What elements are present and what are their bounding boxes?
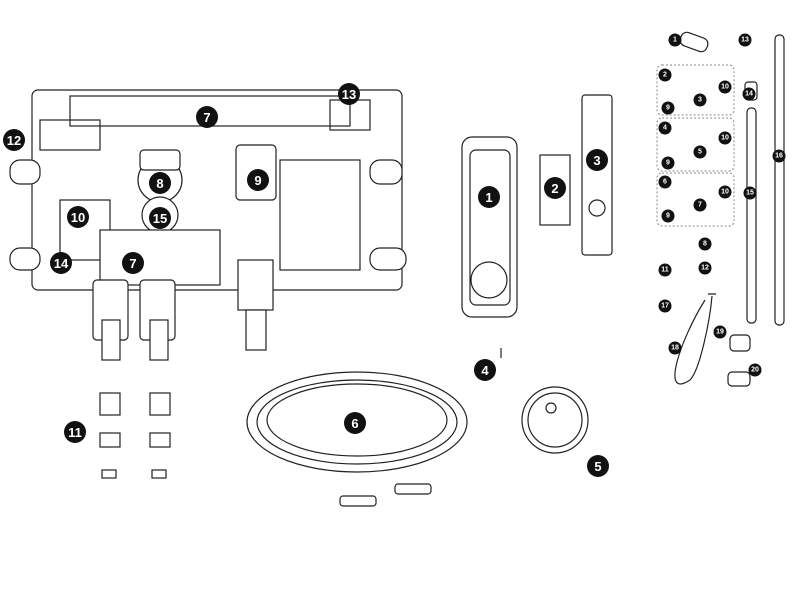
kit-callout: 9	[661, 209, 675, 223]
remote-button	[521, 386, 589, 454]
kit-callout: 19	[713, 325, 727, 339]
callout-1: 1	[478, 186, 500, 208]
cable	[246, 371, 468, 507]
kit-callout: 10	[718, 80, 732, 94]
kit-callout: 20	[748, 363, 762, 377]
fittings	[99, 392, 171, 479]
kit-callout: 10	[718, 185, 732, 199]
callout-9: 9	[247, 169, 269, 191]
kit-callout: 17	[658, 299, 672, 313]
callout-3: 3	[586, 149, 608, 171]
callout-11: 11	[64, 421, 86, 443]
controller-panel	[461, 94, 613, 358]
kit-callout: 13	[738, 33, 752, 47]
callout-8: 8	[149, 172, 171, 194]
kit-callout: 4	[658, 121, 672, 135]
kit-callout: 8	[698, 237, 712, 251]
kit-callout: 6	[658, 175, 672, 189]
kit-callout: 1	[668, 33, 682, 47]
callout-7: 7	[196, 106, 218, 128]
kit-callout: 7	[693, 198, 707, 212]
kit-callout: 18	[668, 341, 682, 355]
kit-callout: 5	[693, 145, 707, 159]
callout-15: 15	[149, 207, 171, 229]
callout-2: 2	[544, 177, 566, 199]
kit-callout: 15	[743, 186, 757, 200]
shower-kit	[656, 31, 785, 387]
kit-callout: 3	[693, 93, 707, 107]
callout-6: 6	[344, 412, 366, 434]
callout-4: 4	[474, 359, 496, 381]
callout-5: 5	[587, 455, 609, 477]
kit-callout: 2	[658, 68, 672, 82]
kit-callout: 12	[698, 261, 712, 275]
kit-callout: 9	[661, 101, 675, 115]
callout-7b: 7	[122, 252, 144, 274]
kit-callout: 11	[658, 263, 672, 277]
kit-callout: 9	[661, 156, 675, 170]
callout-10: 10	[67, 206, 89, 228]
callout-13: 13	[338, 83, 360, 105]
callout-14: 14	[50, 252, 72, 274]
callout-12: 12	[3, 129, 25, 151]
main-valve-unit	[9, 89, 407, 361]
kit-callout: 10	[718, 131, 732, 145]
kit-callout: 16	[772, 149, 786, 163]
kit-callout: 14	[742, 87, 756, 101]
